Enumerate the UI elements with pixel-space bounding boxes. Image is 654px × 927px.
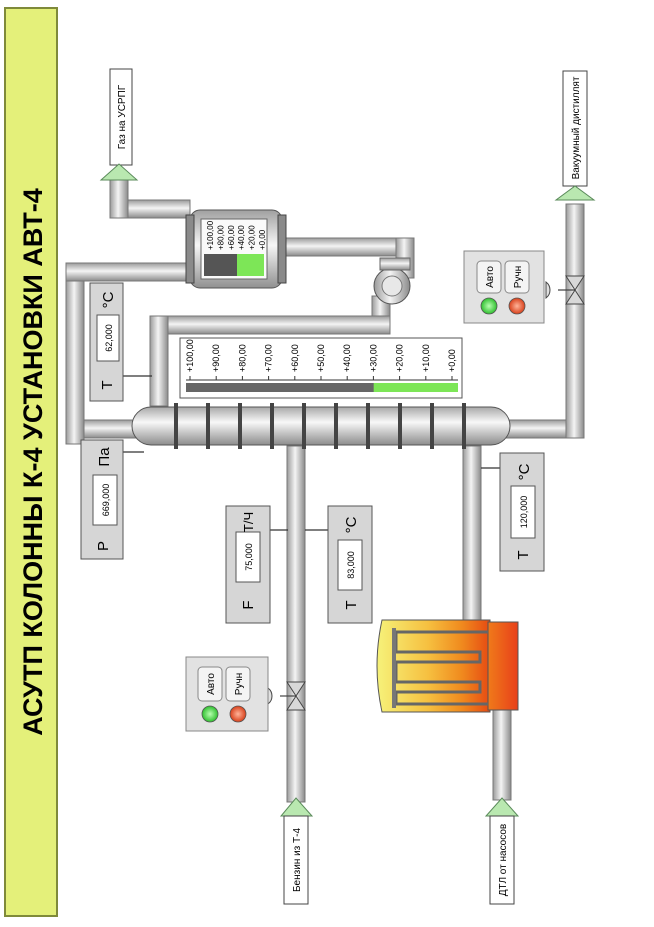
column-k4	[131, 403, 511, 449]
auto-button-feed[interactable]	[197, 666, 223, 702]
column-level-tick-label: +0,00	[447, 349, 457, 372]
auto-led-vacuum	[480, 297, 498, 315]
manual-button-vacuum-label: Ручн	[513, 266, 524, 288]
column-tray	[398, 403, 402, 449]
t-bottom-value: 120,000	[519, 496, 529, 529]
column-level-tick-label: +100,00	[185, 339, 195, 372]
column-tray	[238, 403, 242, 449]
column-level-gauge: +100,00 +90,00 +80,00 +70,00 +60,00 +50,00 +40…	[179, 337, 463, 399]
t-feed-tag: T	[343, 600, 360, 609]
stream-gas-out-label: Газ на УСРПГ	[117, 84, 128, 149]
manual-led-feed	[229, 705, 247, 723]
stream-dtl-in: ДТЛ от насосов	[484, 797, 520, 905]
instrument-t-feed: T 83,000 °C	[327, 505, 373, 624]
auto-led-feed	[201, 705, 219, 723]
column-level-scale: +100,00 +90,00 +80,00 +70,00 +60,00 +50,00 +40…	[185, 339, 457, 380]
column-tray	[462, 403, 466, 449]
drum-level-tick-label: +80,00	[216, 225, 225, 250]
column-trays	[174, 403, 466, 449]
t-bottom-unit: °C	[516, 463, 533, 480]
p-column-tag: P	[95, 541, 112, 551]
reflux-pump	[373, 257, 411, 305]
page-title: АСУТП КОЛОННЫ К-4 УСТАНОВКИ АВТ-4	[18, 188, 48, 736]
stream-gas-out: Газ на УСРПГ	[99, 68, 139, 181]
drum-level-tick-label: +40,00	[237, 225, 246, 250]
instrument-p-column: P 669,000 Па	[80, 439, 124, 560]
valve-vacuum-out[interactable]	[545, 275, 585, 305]
t-top-unit: °C	[100, 291, 117, 308]
column-tray	[174, 403, 178, 449]
control-panel-feed: Авто Ручн	[185, 656, 269, 732]
column-tray	[366, 403, 370, 449]
drum-level-tick-label: +0,00	[258, 229, 267, 250]
stream-vacuum-out-label: Вакуумный дистиллят	[571, 76, 582, 179]
tube-furnace	[376, 619, 519, 713]
column-tray	[302, 403, 306, 449]
column-level-tick-label: +70,00	[264, 344, 274, 372]
column-level-tick-label: +10,00	[421, 344, 431, 372]
drum-level-tick-label: +100,00	[206, 220, 215, 250]
instrument-t-top: T 62,000 °C	[89, 282, 124, 402]
p-column-unit: Па	[96, 447, 113, 467]
column-tray	[334, 403, 338, 449]
drum-level-tick-label: +20,00	[248, 225, 257, 250]
column-level-tick-label: +50,00	[316, 344, 326, 372]
instrument-taps	[122, 375, 500, 531]
stream-dtl-in-label: ДТЛ от насосов	[498, 824, 509, 896]
instrument-f-feed: F 75,000 Т/Ч	[225, 505, 271, 624]
column-level-tick-label: +80,00	[237, 344, 247, 372]
stream-benzin-in-label: Бензин из Т-4	[292, 828, 303, 893]
column-level-tick-label: +90,00	[211, 344, 221, 372]
auto-button-vacuum[interactable]	[476, 260, 502, 294]
column-level-tick-label: +20,00	[395, 344, 405, 372]
column-tray	[206, 403, 210, 449]
t-feed-value: 83,000	[346, 551, 356, 579]
column-level-tick-label: +60,00	[290, 344, 300, 372]
column-level-tick-label: +40,00	[342, 344, 352, 372]
column-level-tick-label: +30,00	[368, 344, 378, 372]
t-feed-unit: °C	[343, 516, 360, 533]
title-banner: АСУТП КОЛОННЫ К-4 УСТАНОВКИ АВТ-4	[4, 7, 58, 917]
valve-feed[interactable]	[267, 681, 306, 711]
t-top-value: 62,000	[104, 324, 114, 352]
auto-button-feed-label: Авто	[206, 673, 217, 695]
column-tray	[430, 403, 434, 449]
t-bottom-tag: T	[515, 550, 532, 559]
drum-level-tick-label: +60,00	[227, 225, 236, 250]
instrument-t-bottom: T 120,000 °C	[499, 452, 545, 572]
piping	[65, 179, 585, 803]
column-tray	[270, 403, 274, 449]
stream-vacuum-out: Вакуумный дистиллят	[554, 70, 596, 201]
f-feed-tag: F	[240, 600, 257, 609]
manual-button-feed-label: Ручн	[234, 673, 245, 695]
manual-led-vacuum	[508, 297, 526, 315]
manual-button-feed[interactable]	[225, 666, 251, 702]
reflux-drum: +100,00+80,00+60,00+40,00+20,00+0,00	[185, 209, 287, 289]
column-level-track	[186, 383, 458, 392]
drum-level-scale: +100,00+80,00+60,00+40,00+20,00+0,00	[206, 220, 267, 250]
stream-benzin-in: Бензин из Т-4	[279, 797, 314, 905]
control-panel-vacuum: Авто Ручн	[463, 250, 545, 324]
f-feed-value: 75,000	[244, 543, 254, 571]
f-feed-unit: Т/Ч	[241, 512, 256, 532]
column-level-fill	[373, 383, 458, 392]
t-top-tag: T	[99, 380, 116, 389]
p-column-value: 669,000	[101, 484, 111, 517]
drum-level-fill	[237, 254, 264, 276]
manual-button-vacuum[interactable]	[504, 260, 530, 294]
auto-button-vacuum-label: Авто	[485, 266, 496, 288]
